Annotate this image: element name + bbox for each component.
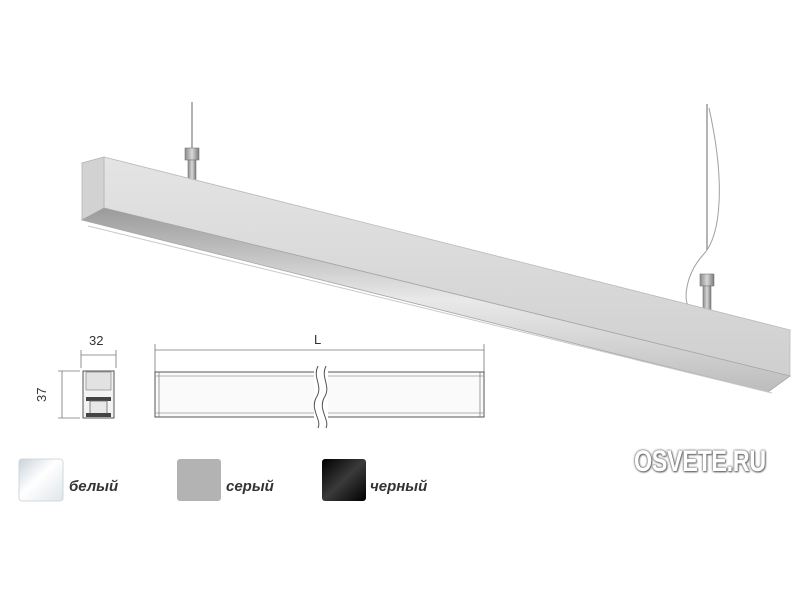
cross-section-drawing — [58, 350, 117, 419]
luminaire-body — [80, 156, 792, 394]
swatch-white — [18, 458, 64, 502]
mount-left — [184, 147, 200, 183]
color-label-grey: серый — [226, 478, 274, 495]
color-label-black: черный — [370, 478, 428, 495]
brand-watermark: OSVETE.RU — [634, 445, 766, 478]
color-label-white: белый — [69, 478, 119, 495]
height-dimension-label: 37 — [34, 387, 49, 402]
length-dimension-label: L — [314, 332, 322, 347]
side-elevation-drawing — [154, 344, 485, 429]
swatch-grey — [177, 459, 221, 501]
mount-right — [699, 273, 715, 311]
suspension-cables — [191, 102, 720, 306]
width-dimension-label: 32 — [89, 333, 104, 348]
swatch-black — [322, 459, 366, 501]
